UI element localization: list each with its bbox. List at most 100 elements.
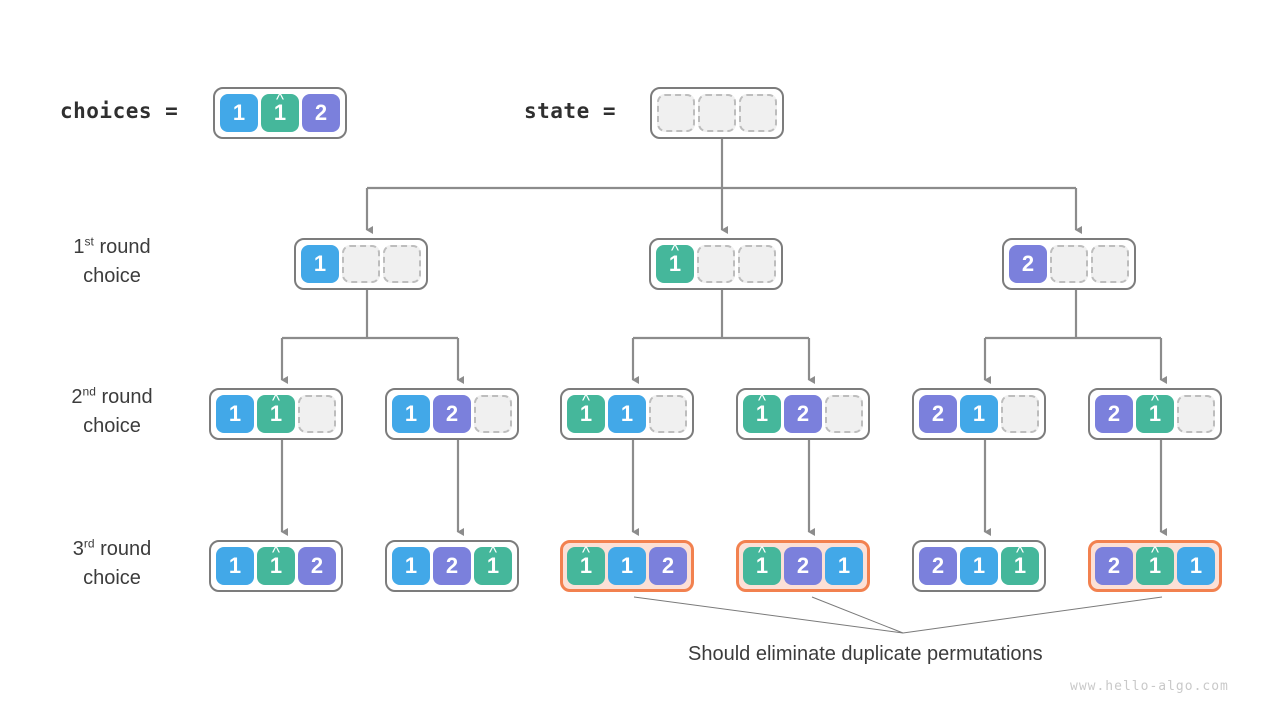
array-cell-1: 1 [392,547,430,585]
state-array [650,87,784,139]
duplicate-marker-digit: ^1 [755,391,769,426]
duplicate-marker-digit: ^1 [668,241,682,276]
choices-label: choices = [60,99,179,123]
array-cell-2: 2 [919,547,957,585]
array-cell-empty [739,94,777,132]
array-cell-empty [298,395,336,433]
state-node-round1-2: ^1 [649,238,783,290]
circumflex-icon: ^ [582,543,590,562]
state-node-round3-1: 1 ^1 2 [209,540,343,592]
circumflex-icon: ^ [1151,391,1159,410]
array-cell-empty [474,395,512,433]
array-cell-1: 1 [220,94,258,132]
round-label-3: 3rd round choice [22,535,202,593]
duplicate-warning-caption: Should eliminate duplicate permutations [688,643,1043,665]
array-cell-empty [825,395,863,433]
callout-leader-lines [633,596,1163,634]
round-word: round [101,386,153,408]
round-label-1: 1st round choice [22,233,202,291]
state-label: state = [524,99,617,123]
array-cell-1-hat: ^1 [257,543,295,585]
round-line-1: 2nd round [71,384,153,408]
circumflex-icon: ^ [272,543,280,562]
round-ordinal: 1 [73,236,85,258]
array-cell-2: 2 [298,547,336,585]
watermark: www.hello-algo.com [1070,679,1229,694]
array-cell-1-hat: ^1 [1136,391,1174,433]
duplicate-marker-digit: ^1 [269,391,283,426]
round-line-2: choice [83,265,141,287]
array-cell-1-hat: ^1 [743,543,781,585]
round-line-1: 1st round [73,234,151,258]
circumflex-icon: ^ [1016,543,1024,562]
circumflex-icon: ^ [276,90,284,109]
round-line-2: choice [83,567,141,589]
duplicate-marker-digit: ^1 [486,543,500,578]
array-cell-2: 2 [649,547,687,585]
round-suffix: st [84,234,94,249]
duplicate-marker-digit: ^1 [1148,543,1162,578]
array-cell-1-hat: ^1 [656,241,694,283]
array-cell-1-hat: ^1 [474,543,512,585]
array-cell-1: 1 [392,395,430,433]
array-cell-1: 1 [608,395,646,433]
array-cell-1-hat: ^1 [1001,543,1039,585]
choices-array: 1 ^1 2 [213,87,347,139]
array-cell-2: 2 [302,94,340,132]
array-cell-empty [1001,395,1039,433]
array-cell-empty [657,94,695,132]
array-cell-1-hat: ^1 [567,391,605,433]
circumflex-icon: ^ [1151,543,1159,562]
array-cell-2: 2 [784,395,822,433]
round-ordinal: 2 [71,386,83,408]
array-cell-1: 1 [216,547,254,585]
array-cell-empty [342,245,380,283]
round-word: round [100,538,152,560]
duplicate-marker-digit: ^1 [1013,543,1027,578]
circumflex-icon: ^ [758,543,766,562]
round-suffix: rd [83,536,95,551]
circumflex-icon: ^ [671,241,679,260]
duplicate-marker-digit: ^1 [269,543,283,578]
round-ordinal: 3 [72,538,84,560]
array-cell-1-hat: ^1 [1136,543,1174,585]
state-node-round2-6: 2 ^1 [1088,388,1222,440]
array-cell-empty [697,245,735,283]
array-cell-1: 1 [960,547,998,585]
round-suffix: nd [82,384,96,399]
state-node-round2-1: 1 ^1 [209,388,343,440]
array-cell-1: 1 [1177,547,1215,585]
circumflex-icon: ^ [272,391,280,410]
state-node-round1-1: 1 [294,238,428,290]
array-cell-2: 2 [1009,245,1047,283]
array-cell-empty [649,395,687,433]
state-node-round1-3: 2 [1002,238,1136,290]
array-cell-1: 1 [216,395,254,433]
array-cell-1-hat: ^1 [257,391,295,433]
array-cell-1: 1 [608,547,646,585]
array-cell-1: 1 [301,245,339,283]
array-cell-empty [1177,395,1215,433]
round-word: round [99,236,151,258]
array-cell-1-hat: ^1 [743,391,781,433]
duplicate-marker-digit: ^1 [273,90,287,125]
duplicate-marker-digit: ^1 [755,543,769,578]
array-cell-empty [738,245,776,283]
array-cell-2: 2 [433,547,471,585]
array-cell-2: 2 [433,395,471,433]
array-cell-2: 2 [1095,395,1133,433]
circumflex-icon: ^ [582,391,590,410]
duplicate-marker-digit: ^1 [1148,391,1162,426]
duplicate-marker-digit: ^1 [579,543,593,578]
circumflex-icon: ^ [758,391,766,410]
array-cell-1-hat: ^1 [567,543,605,585]
round-label-2: 2nd round choice [22,383,202,441]
array-cell-2: 2 [784,547,822,585]
